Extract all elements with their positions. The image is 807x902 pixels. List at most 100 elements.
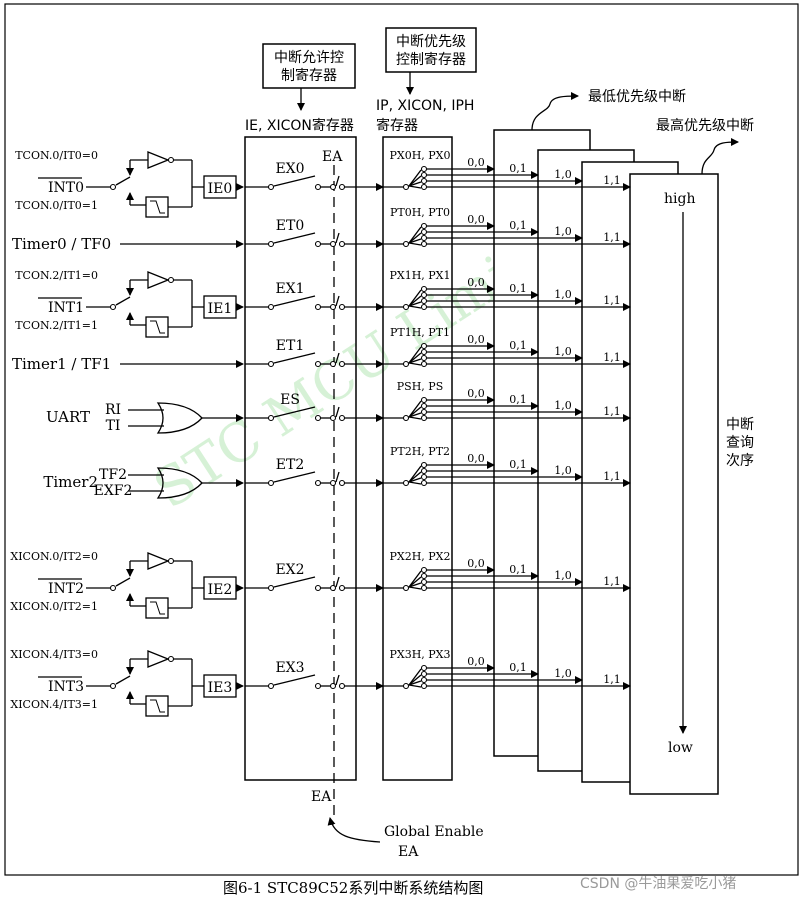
priority-contact-2 [420, 676, 428, 684]
enable-switch-contact-left [267, 183, 275, 191]
or-input-2-label: EXF2 [94, 483, 133, 499]
pin-node [109, 303, 117, 311]
priority-level-label-1: 0,1 [509, 339, 527, 352]
select-switch-blade [115, 296, 131, 306]
priority-level-label-1: 0,1 [509, 458, 527, 471]
enable-switch-blade [273, 471, 316, 483]
buffer-inversion-bubble [167, 276, 175, 284]
priority-fan-0 [408, 169, 422, 187]
priority-select-node [402, 414, 410, 422]
priority-level-label-0: 0,0 [467, 276, 485, 289]
priority-level-label-3: 1,1 [603, 351, 621, 364]
ea-switch-contact-right [338, 183, 346, 191]
priority-fan-1 [408, 175, 422, 187]
priority-level-label-2: 1,0 [554, 288, 572, 301]
enable-switch-contact-right [314, 682, 322, 690]
ea-switch-contact-right [338, 682, 346, 690]
low-level-buffer-gate [147, 271, 170, 289]
priority-level-label-3: 1,1 [603, 673, 621, 686]
priority-fan-1 [408, 471, 422, 483]
enable-bit-label: EX2 [275, 562, 304, 578]
ea-switch-contact-left [329, 682, 337, 690]
source-label: Timer0 / TF0 [12, 235, 111, 253]
ea-switch-blade [335, 175, 340, 187]
ea-switch-blade [335, 352, 340, 364]
enable-bit-label: EX1 [275, 281, 304, 297]
priority-level-label-3: 1,1 [603, 174, 621, 187]
select-switch-blade [115, 176, 131, 186]
query-order-line2: 查询 [726, 435, 754, 451]
priority-contact-0 [420, 165, 428, 173]
it-select-0-label: TCON.0/IT0=0 [15, 149, 98, 162]
priority-contact-1 [420, 572, 428, 580]
or-input-1-label: RI [105, 402, 121, 418]
priority-select-node [402, 183, 410, 191]
enable-switch-blade [273, 232, 316, 244]
priority-contact-1 [420, 171, 428, 179]
it-select-1-label: TCON.0/IT0=1 [15, 199, 98, 212]
edge-detector-block [145, 695, 169, 717]
low-level-buffer-gate [147, 650, 170, 668]
priority-fan-1 [408, 406, 422, 418]
low-level-buffer-gate [147, 151, 170, 169]
priority-contact-2 [420, 473, 428, 481]
priority-bits-label: PT0H, PT0 [390, 206, 450, 219]
ip-reg-box-line2: 控制寄存器 [396, 51, 466, 68]
edge-detector-block [145, 316, 169, 338]
priority-fan-3 [408, 242, 422, 246]
priority-bits-label: PX3H, PX3 [389, 648, 450, 661]
lowest-priority-label: 最低优先级中断 [588, 89, 686, 105]
pin-node [109, 584, 117, 592]
pin-label: INT0 [48, 180, 84, 196]
ea-switch-contact-left [329, 183, 337, 191]
priority-select-node [402, 240, 410, 248]
ea-switch-blade [335, 471, 340, 483]
falling-edge-symbol [150, 200, 165, 214]
highest-priority-label: 最高优先级中断 [656, 117, 754, 134]
priority-contact-3 [420, 682, 428, 690]
enable-switch-contact-left [267, 479, 275, 487]
enable-switch-contact-right [314, 360, 322, 368]
priority-fan-3 [408, 185, 422, 189]
priority-contact-3 [420, 360, 428, 368]
priority-level-label-0: 0,0 [467, 213, 485, 226]
priority-select-node [402, 479, 410, 487]
priority-level-label-1: 0,1 [509, 661, 527, 674]
priority-level-label-1: 0,1 [509, 219, 527, 232]
priority-fan-1 [408, 352, 422, 364]
priority-fan-2 [408, 680, 422, 686]
priority-fan-3 [408, 684, 422, 688]
enable-switch-blade [273, 175, 316, 187]
priority-level-label-0: 0,0 [467, 156, 485, 169]
priority-bits-label: PX1H, PX1 [389, 269, 450, 282]
priority-contact-0 [420, 222, 428, 230]
pin-node [109, 183, 117, 191]
enable-bit-label: ET1 [276, 338, 304, 354]
buffer-inversion-bubble [167, 557, 175, 565]
priority-contact-3 [420, 240, 428, 248]
enable-bit-label: ET0 [276, 218, 304, 234]
highest-priority-arrow [701, 138, 739, 175]
priority-fan-1 [408, 576, 422, 588]
priority-level-label-2: 1,0 [554, 168, 572, 181]
priority-fan-1 [408, 232, 422, 244]
priority-contact-2 [420, 297, 428, 305]
edge-detector-block [145, 597, 169, 619]
priority-fan-2 [408, 358, 422, 364]
priority-fan-2 [408, 412, 422, 418]
priority-level-label-1: 0,1 [509, 282, 527, 295]
ip-register-title-line1: IP, XICON, IPH [376, 98, 474, 114]
priority-level-label-0: 0,0 [467, 655, 485, 668]
or-input-1-label: TF2 [99, 467, 127, 483]
enable-bit-label: ES [280, 392, 300, 408]
enable-switch-contact-right [314, 240, 322, 248]
priority-contact-1 [420, 467, 428, 475]
pin-label: INT3 [48, 679, 84, 695]
priority-contact-0 [420, 664, 428, 672]
high-label: high [664, 191, 695, 207]
priority-fan-0 [408, 570, 422, 588]
enable-switch-contact-left [267, 240, 275, 248]
ea-switch-contact-right [338, 584, 346, 592]
